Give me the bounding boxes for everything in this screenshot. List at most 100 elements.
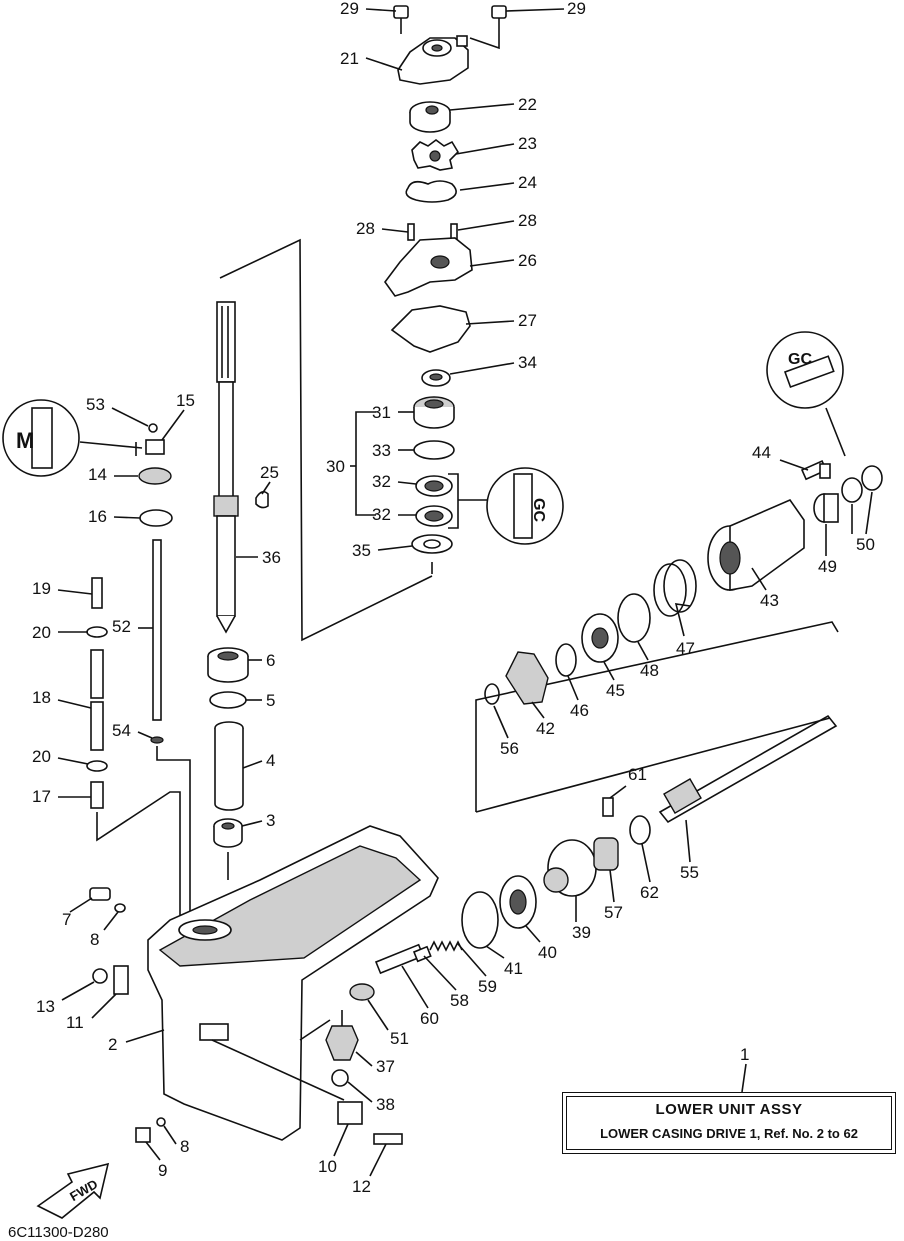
callout-56: 56: [500, 739, 519, 758]
reverse-gear-39-drawing: [543, 839, 597, 897]
callout-17: 17: [32, 787, 51, 806]
callout-2: 2: [108, 1035, 117, 1054]
callout-47: 47: [676, 639, 695, 658]
gasket-27-drawing: [390, 305, 471, 353]
callout-11: 11: [66, 1013, 84, 1032]
callout-20: 20: [32, 747, 51, 766]
o-rings-47-drawing: [653, 559, 697, 617]
callout-21: 21: [340, 49, 359, 68]
callout-55: 55: [680, 863, 699, 882]
grease-circle-gc-mid: GC: [486, 467, 564, 545]
drive-shaft-36-drawing: [213, 301, 239, 634]
callout-45: 45: [606, 681, 625, 700]
insert-cartridge-drawing: [409, 101, 451, 133]
callout-8: 8: [180, 1137, 189, 1156]
bolt-29-left: [393, 5, 409, 34]
callout-22: 22: [518, 95, 537, 114]
pinion-37-drawing: [325, 1010, 359, 1061]
callout-24: 24: [518, 173, 537, 192]
callout-28: 28: [356, 219, 375, 238]
callout-38: 38: [376, 1095, 395, 1114]
bolt-44-drawing: [800, 459, 831, 481]
callout-48: 48: [640, 661, 659, 680]
bearing-3-drawing: [213, 818, 243, 848]
callout-25: 25: [260, 463, 279, 482]
ring-62-drawing: [629, 815, 651, 845]
seals-32-drawing: [415, 475, 453, 527]
trim-tab-10-drawing: [211, 1039, 403, 1145]
callout-33: 33: [372, 441, 391, 460]
svg-text:M: M: [16, 428, 34, 453]
ring-56-drawing: [484, 683, 500, 705]
callout-60: 60: [420, 1009, 439, 1028]
callout-36: 36: [262, 548, 281, 567]
o-ring-24-drawing: [405, 180, 457, 203]
shift-parts-drawing: [135, 423, 173, 527]
shift-rod-52-drawing: [150, 539, 164, 744]
callout-26: 26: [518, 251, 537, 270]
grommets-and-rods-drawing: [86, 626, 108, 809]
callout-53: 53: [86, 395, 105, 414]
bearing-housing-43-drawing: [707, 499, 805, 591]
key-25-drawing: [255, 490, 269, 509]
callout-46: 46: [570, 701, 589, 720]
callout-19: 19: [32, 579, 51, 598]
shim-5-drawing: [209, 691, 247, 709]
o-ring-33-drawing: [413, 440, 455, 460]
callout-57: 57: [604, 903, 623, 922]
oil-seal-housing-31-drawing: [413, 396, 455, 429]
fwd-arrow-icon: FWD: [36, 1162, 110, 1219]
callout-34: 34: [518, 353, 537, 372]
callout-49: 49: [818, 557, 837, 576]
callout-50: 50: [856, 535, 875, 554]
callout-8: 8: [90, 930, 99, 949]
callout-32: 32: [372, 472, 391, 491]
shim-41-drawing: [461, 891, 499, 949]
callout-5: 5: [266, 691, 275, 710]
shim-46-drawing: [555, 643, 577, 677]
diagram-code: 6C11300-D280: [8, 1224, 109, 1241]
callout-7: 7: [62, 910, 71, 929]
bolt-19-drawing: [91, 577, 103, 609]
forward-gear-42-drawing: [505, 651, 549, 705]
callout-4: 4: [266, 751, 275, 770]
callout-9: 9: [158, 1161, 167, 1180]
callout-14: 14: [88, 465, 107, 484]
lower-casing-2-drawing: [147, 825, 439, 1141]
bearing-6-drawing: [207, 647, 249, 683]
callout-43: 43: [760, 591, 779, 610]
callout-labels: 29 29 21 22 23 24 28 28 26 27 34 31 33 3…: [32, 0, 875, 1196]
callout-51: 51: [390, 1029, 409, 1048]
callout-39: 39: [572, 923, 591, 942]
water-pump-housing-drawing: [397, 35, 469, 85]
callout-6: 6: [266, 651, 275, 670]
needle-bearing-49-drawing: [813, 493, 839, 523]
shim-48-drawing: [617, 593, 651, 643]
assembly-title: LOWER UNIT ASSY: [655, 1101, 803, 1118]
oil-seal-34-drawing: [421, 369, 451, 387]
callout-54: 54: [112, 721, 131, 740]
callout-29: 29: [567, 0, 586, 18]
callout-28: 28: [518, 211, 537, 230]
outer-plate-cartridge-drawing: [384, 237, 473, 297]
assembly-subtitle: LOWER CASING DRIVE 1, Ref. No. 2 to 62: [600, 1126, 858, 1141]
callout-1: 1: [740, 1045, 749, 1064]
svg-text:GC: GC: [788, 351, 812, 368]
callout-30: 30: [326, 457, 345, 476]
callout-41: 41: [504, 959, 523, 978]
propeller-shaft-55-drawing: [658, 714, 838, 824]
callout-20: 20: [32, 623, 51, 642]
callout-61: 61: [628, 765, 647, 784]
grease-nipple-9-drawing: [135, 1117, 166, 1143]
bearing-40-drawing: [499, 875, 537, 929]
title-box-inner-border: [566, 1096, 892, 1150]
callout-44: 44: [752, 443, 771, 462]
callout-59: 59: [478, 977, 497, 996]
nut-13-and-plate-11-drawing: [92, 965, 129, 995]
dog-clutch-57-drawing: [593, 837, 619, 871]
callout-15: 15: [176, 391, 195, 410]
callout-42: 42: [536, 719, 555, 738]
assembly-title-box: LOWER UNIT ASSY LOWER CASING DRIVE 1, Re…: [562, 1092, 896, 1154]
callout-32: 32: [372, 505, 391, 524]
